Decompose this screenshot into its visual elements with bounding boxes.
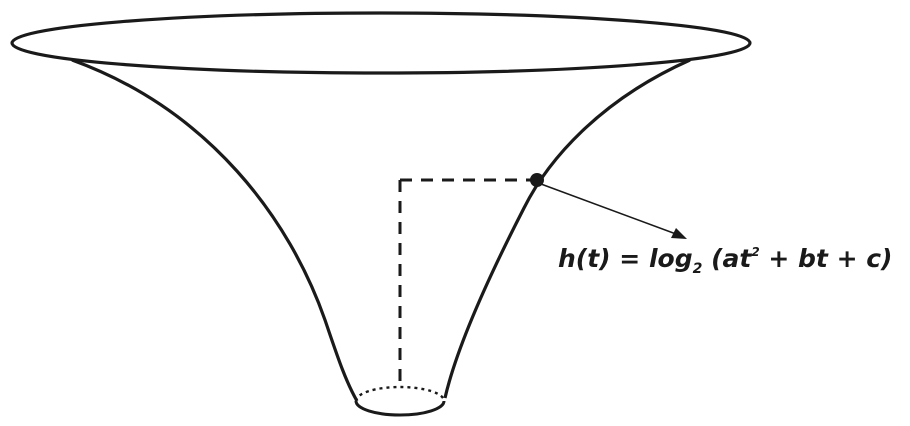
- pointer-arrowhead: [671, 228, 687, 239]
- pointer-line: [540, 183, 677, 235]
- formula-log-base: 2: [692, 261, 703, 277]
- funnel-left-side: [71, 58, 359, 402]
- formula-exponent: 2: [751, 245, 760, 259]
- formula-mid: (at: [702, 244, 752, 273]
- funnel-bottom-opening-back: [354, 385, 446, 402]
- funnel-top-rim: [10, 11, 752, 75]
- formula-suffix: + bt + c): [759, 244, 893, 273]
- funnel-right-side: [443, 58, 691, 399]
- funnel-bottom-opening-front: [354, 400, 446, 417]
- formula-prefix: h(t) = log: [558, 244, 693, 273]
- curve-point: [530, 173, 544, 187]
- formula-label: h(t) = log2 (at2 + bt + c): [558, 246, 892, 276]
